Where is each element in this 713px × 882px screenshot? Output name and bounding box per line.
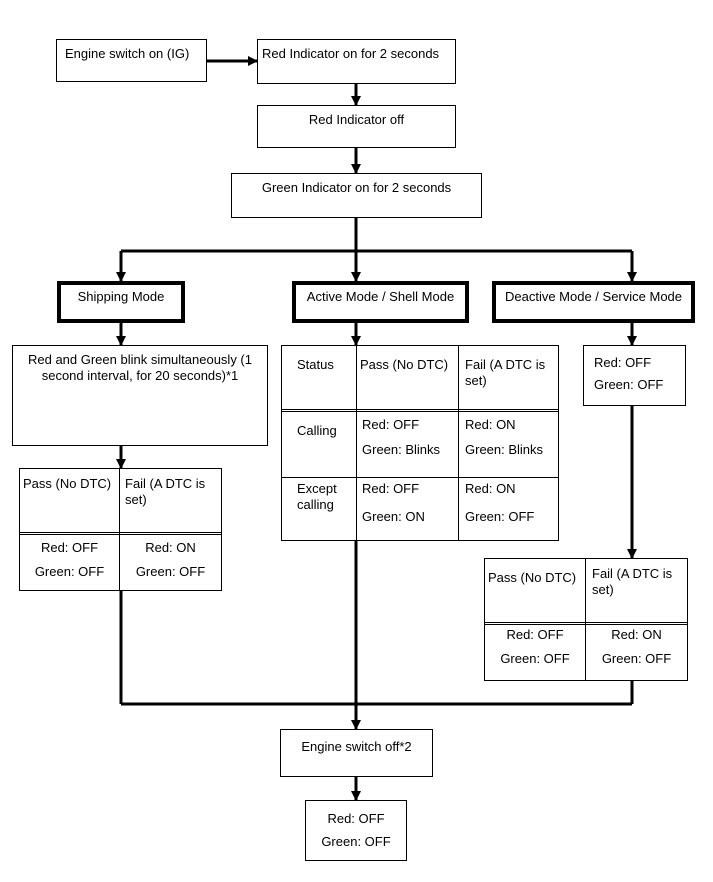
- engine-switch-off-label: Engine switch off*2: [301, 739, 412, 754]
- final-red-label: Red: OFF: [327, 811, 385, 826]
- shipping-pass-header: Pass (No DTC): [23, 476, 112, 491]
- shipping-fail-header: Fail (A DTC is set): [125, 476, 206, 507]
- shipping-fail-red: Red: ON: [145, 540, 196, 555]
- deactive-fail-header: Fail (A DTC is set): [592, 566, 673, 597]
- shipping-blink-label: Red and Green blink simultaneously (1 se…: [27, 352, 252, 383]
- active-mode-label: Active Mode / Shell Mode: [306, 289, 455, 304]
- deactive-pass-red: Red: OFF: [506, 627, 564, 642]
- active-status-table: Status Pass (No DTC) Fail (A DTC is set)…: [281, 345, 559, 541]
- active-status-header: Status: [297, 357, 334, 372]
- engine-switch-on-label: Engine switch on (IG): [65, 46, 190, 61]
- green-indicator-on-box: Green Indicator on for 2 seconds: [231, 173, 482, 218]
- red-indicator-off-box: Red Indicator off: [257, 105, 456, 148]
- engine-switch-off-box: Engine switch off*2: [280, 729, 433, 777]
- active-calling-fail-green: Green: Blinks: [465, 442, 544, 457]
- deactive-mode-box: Deactive Mode / Service Mode: [492, 281, 695, 323]
- active-pass-header: Pass (No DTC): [360, 357, 449, 372]
- shipping-mode-label: Shipping Mode: [77, 289, 165, 304]
- green-indicator-on-label: Green Indicator on for 2 seconds: [261, 180, 452, 195]
- shipping-mode-box: Shipping Mode: [57, 281, 185, 323]
- deactive-pass-green: Green: OFF: [500, 651, 570, 666]
- active-except-pass-green: Green: ON: [362, 509, 425, 524]
- active-calling-pass-red: Red: OFF: [362, 417, 420, 432]
- deactive-fail-red: Red: ON: [611, 627, 662, 642]
- final-green-label: Green: OFF: [321, 834, 391, 849]
- deactive-mode-label: Deactive Mode / Service Mode: [504, 289, 683, 304]
- red-indicator-on-box: Red Indicator on for 2 seconds: [257, 39, 456, 84]
- red-indicator-on-label: Red Indicator on for 2 seconds: [262, 46, 440, 61]
- active-calling-fail-red: Red: ON: [465, 417, 516, 432]
- deactive-status-box: Red: OFF Green: OFF: [583, 345, 686, 406]
- active-fail-header: Fail (A DTC is set): [465, 357, 546, 388]
- deactive-red-label: Red: OFF: [594, 355, 652, 370]
- shipping-pass-green: Green: OFF: [34, 564, 105, 579]
- active-calling-label: Calling: [297, 423, 337, 438]
- final-status-box: Red: OFF Green: OFF: [305, 800, 407, 861]
- red-indicator-off-label: Red Indicator off: [308, 112, 405, 127]
- active-calling-pass-green: Green: Blinks: [362, 442, 441, 457]
- deactive-pass-header: Pass (No DTC): [488, 570, 577, 585]
- shipping-blink-box: Red and Green blink simultaneously (1 se…: [12, 345, 268, 446]
- shipping-result-table: Pass (No DTC) Fail (A DTC is set) Red: O…: [19, 468, 222, 591]
- deactive-fail-green: Green: OFF: [601, 651, 672, 666]
- deactive-result-table: Pass (No DTC) Fail (A DTC is set) Red: O…: [484, 558, 688, 681]
- active-mode-box: Active Mode / Shell Mode: [292, 281, 469, 323]
- active-except-pass-red: Red: OFF: [362, 481, 420, 496]
- active-except-fail-green: Green: OFF: [465, 509, 535, 524]
- active-except-fail-red: Red: ON: [465, 481, 516, 496]
- active-except-label: Except calling: [297, 481, 337, 512]
- deactive-green-label: Green: OFF: [594, 377, 664, 392]
- shipping-fail-green: Green: OFF: [135, 564, 206, 579]
- shipping-pass-red: Red: OFF: [40, 540, 99, 555]
- engine-switch-on-box: Engine switch on (IG): [56, 39, 207, 82]
